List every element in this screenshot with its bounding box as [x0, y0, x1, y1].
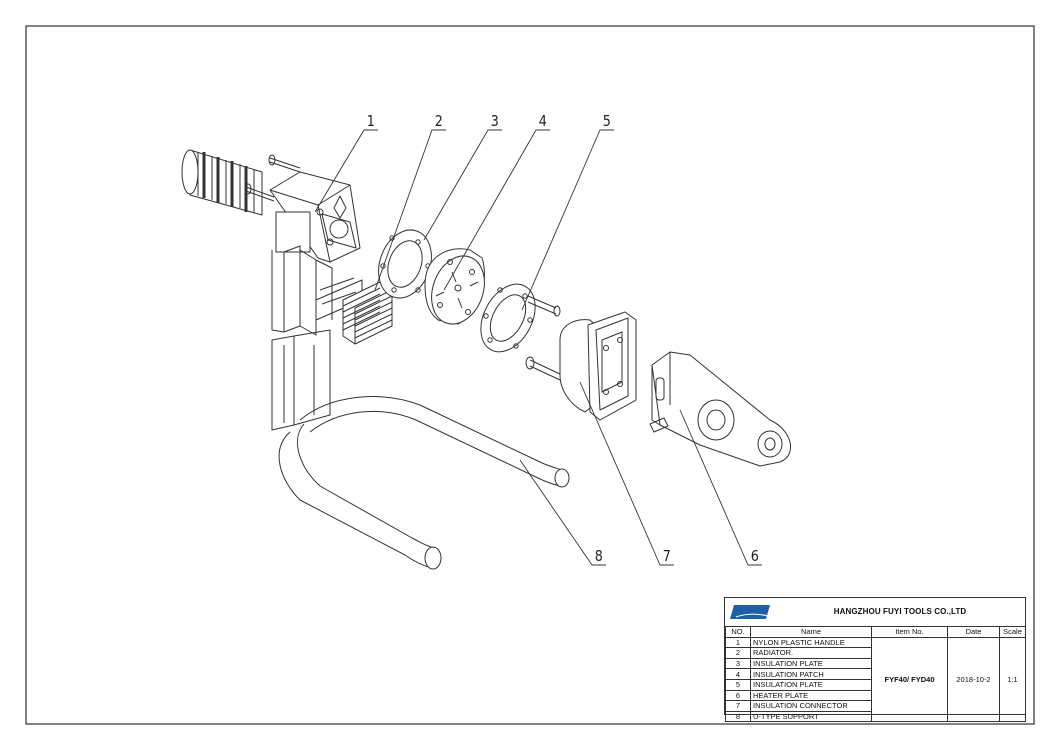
part-name: NYLON PLASTIC HANDLE	[750, 636, 872, 649]
header-scale: Scale	[999, 626, 1026, 638]
header-date: Date	[947, 626, 1000, 638]
part-no: 1	[725, 636, 751, 649]
drawing-date: 2018-10-2	[947, 636, 1000, 723]
part-name: INSULATION PLATE	[750, 657, 872, 670]
part-nylon-plastic-handle	[181, 149, 363, 336]
callout-3: 3	[490, 112, 499, 130]
part-no: 5	[725, 678, 751, 691]
callout-4: 4	[538, 112, 547, 130]
drawing-scale: 1:1	[999, 636, 1026, 723]
part-insulation-patch	[424, 248, 485, 325]
callout-7: 7	[662, 547, 671, 565]
header-item-no: Item No.	[871, 626, 948, 638]
part-insulation-plate-ring	[378, 229, 432, 299]
fuyi-logo	[730, 605, 770, 619]
table-row: 1 NYLON PLASTIC HANDLE FYF40/ FYD40 2018…	[725, 636, 1026, 723]
part-no: 7	[725, 700, 751, 712]
table-header-row: NO. Name Item No. Date Scale	[725, 626, 1026, 638]
callout-1: 1	[366, 112, 375, 130]
company-name: HANGZHOU FUYI TOOLS CO.,LTD	[833, 607, 967, 616]
sheet-border	[25, 25, 1035, 725]
part-u-type-support	[271, 329, 570, 570]
part-insulation-plate-bolts	[480, 283, 561, 381]
part-name: HEATER PLATE	[750, 689, 872, 702]
title-block-header: HANGZHOU FUYI TOOLS CO.,LTD	[725, 598, 1025, 627]
part-name: INSULATION PLATE	[750, 678, 872, 691]
part-no: 2	[725, 647, 751, 659]
leader-lines	[314, 129, 762, 566]
part-no: 6	[725, 689, 751, 702]
part-name: INSULATION PATCH	[750, 668, 872, 680]
header-no: NO.	[725, 626, 751, 638]
part-radiator	[342, 281, 393, 345]
callout-2: 2	[434, 112, 443, 130]
part-name: U-TYPE SUPPORT	[750, 710, 872, 723]
header-name: Name	[750, 626, 872, 638]
part-heater-plate	[649, 351, 791, 467]
part-no: 8	[725, 710, 751, 723]
part-name: INSULATION CONNECTOR	[750, 700, 872, 712]
part-no: 3	[725, 657, 751, 670]
part-no: 4	[725, 668, 751, 680]
part-insulation-connector	[559, 311, 637, 421]
item-number: FYF40/ FYD40	[871, 636, 948, 723]
parts-list-table: NO. Name Item No. Date Scale 1 NYLON PLA…	[725, 626, 1026, 723]
callout-6: 6	[750, 547, 759, 565]
callout-5: 5	[602, 112, 611, 130]
part-name: RADIATOR.	[750, 647, 872, 659]
title-block: HANGZHOU FUYI TOOLS CO.,LTD NO. Name Ite…	[724, 597, 1026, 723]
callout-8: 8	[594, 547, 603, 565]
